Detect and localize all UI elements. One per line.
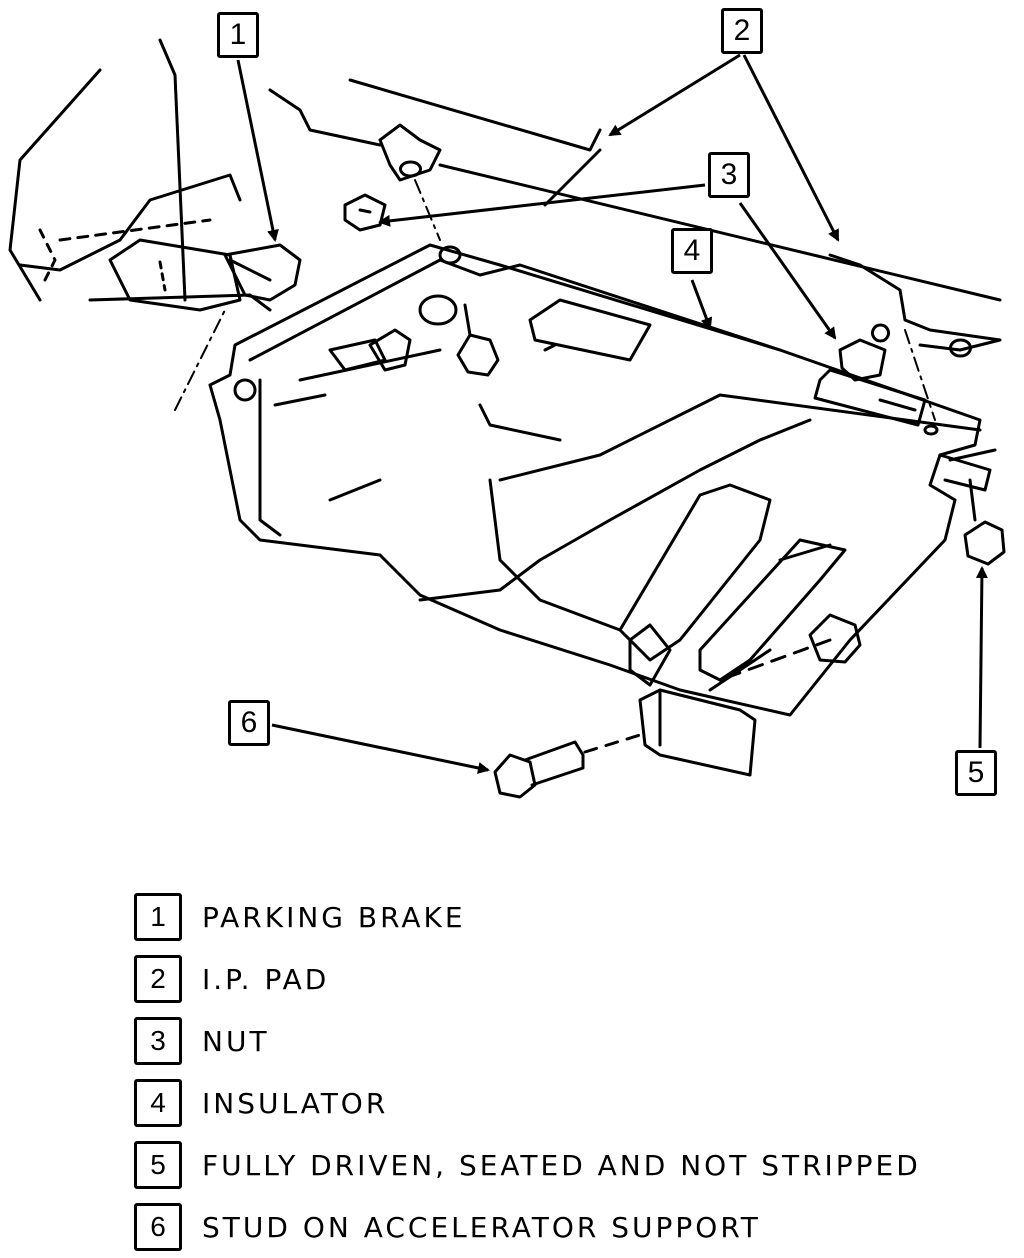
nut-part-left bbox=[343, 193, 387, 232]
insulator-assembly-drawing bbox=[8, 38, 1006, 799]
screw-part-upper-left bbox=[328, 328, 412, 372]
legend: 1 PARKING BRAKE 2 I.P. PAD 3 NUT 4 INSUL… bbox=[134, 886, 994, 1258]
legend-number: 4 bbox=[134, 1079, 182, 1127]
legend-number: 6 bbox=[134, 1203, 182, 1251]
callout-5: 5 bbox=[955, 750, 997, 796]
legend-item: 1 PARKING BRAKE bbox=[134, 886, 994, 948]
legend-item: 6 STUD ON ACCELERATOR SUPPORT bbox=[134, 1196, 994, 1258]
legend-item: 5 FULLY DRIVEN, SEATED AND NOT STRIPPED bbox=[134, 1134, 994, 1196]
callout-2: 2 bbox=[721, 8, 763, 54]
legend-label: NUT bbox=[202, 1024, 270, 1058]
callout-leaders bbox=[236, 53, 988, 774]
legend-item: 2 I.P. PAD bbox=[134, 948, 994, 1010]
alignment-lines bbox=[174, 179, 936, 421]
accelerator-support-part bbox=[638, 688, 757, 777]
bolt-part-lower bbox=[718, 613, 862, 682]
legend-label: FULLY DRIVEN, SEATED AND NOT STRIPPED bbox=[202, 1148, 921, 1182]
nut-part-right bbox=[838, 323, 890, 382]
legend-item: 4 INSULATOR bbox=[134, 1072, 994, 1134]
legend-label: INSULATOR bbox=[202, 1086, 389, 1120]
ip-pad-outline bbox=[268, 78, 1002, 358]
callout-6: 6 bbox=[228, 700, 270, 746]
screw-part-right bbox=[963, 478, 1006, 566]
callout-1: 1 bbox=[217, 12, 259, 58]
legend-item: 3 NUT bbox=[134, 1010, 994, 1072]
insulator-part bbox=[208, 243, 997, 717]
legend-label: I.P. PAD bbox=[202, 962, 330, 996]
legend-label: STUD ON ACCELERATOR SUPPORT bbox=[202, 1210, 761, 1244]
screw-part-upper-middle bbox=[456, 303, 500, 377]
callout-3: 3 bbox=[708, 152, 750, 198]
legend-label: PARKING BRAKE bbox=[202, 900, 466, 934]
legend-number: 2 bbox=[134, 955, 182, 1003]
parking-brake-part bbox=[108, 238, 302, 312]
legend-number: 3 bbox=[134, 1017, 182, 1065]
legend-number: 5 bbox=[134, 1141, 182, 1189]
stud-part bbox=[493, 733, 642, 799]
legend-number: 1 bbox=[134, 893, 182, 941]
callout-4: 4 bbox=[671, 228, 713, 274]
